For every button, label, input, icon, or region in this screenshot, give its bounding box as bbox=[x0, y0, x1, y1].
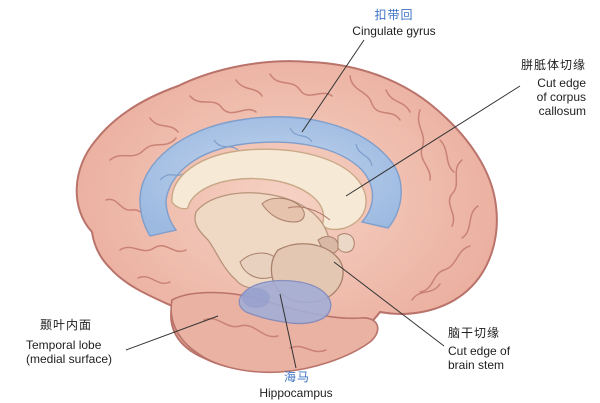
leader-cingulate bbox=[301, 39, 365, 133]
leader-corpus bbox=[345, 85, 521, 197]
corpus-callosum bbox=[171, 148, 367, 231]
label-temporal-en: Temporal lobe (medial surface) bbox=[26, 338, 113, 366]
cingulate-texture bbox=[159, 127, 373, 181]
label-hippocampus-zh: 海马 bbox=[283, 370, 310, 384]
label-stem-zh: 脑干切缘 bbox=[448, 326, 501, 340]
fornix bbox=[287, 206, 331, 221]
label-cingulate-zh: 扣带回 bbox=[374, 8, 414, 22]
label-corpus-zh: 胼胝体切缘 bbox=[520, 58, 586, 72]
thalamus bbox=[261, 197, 305, 223]
leader-hippocampus bbox=[279, 293, 297, 369]
hippocampus-shade bbox=[242, 288, 270, 308]
label-cingulate-en: Cingulate gyrus bbox=[352, 24, 436, 38]
label-corpus-en: Cut edge of corpus callosum bbox=[536, 76, 586, 118]
leader-lines bbox=[125, 39, 521, 369]
cingulate-gyrus-region bbox=[139, 116, 402, 237]
label-stem-en: Cut edge of brain stem bbox=[448, 344, 511, 372]
label-hippocampus-en: Hippocampus bbox=[259, 386, 333, 400]
leader-temporal bbox=[125, 315, 219, 351]
leader-stem bbox=[333, 261, 445, 347]
label-temporal-zh: 颞叶内面 bbox=[40, 318, 93, 332]
brain-stem-cut-edge bbox=[337, 233, 355, 253]
